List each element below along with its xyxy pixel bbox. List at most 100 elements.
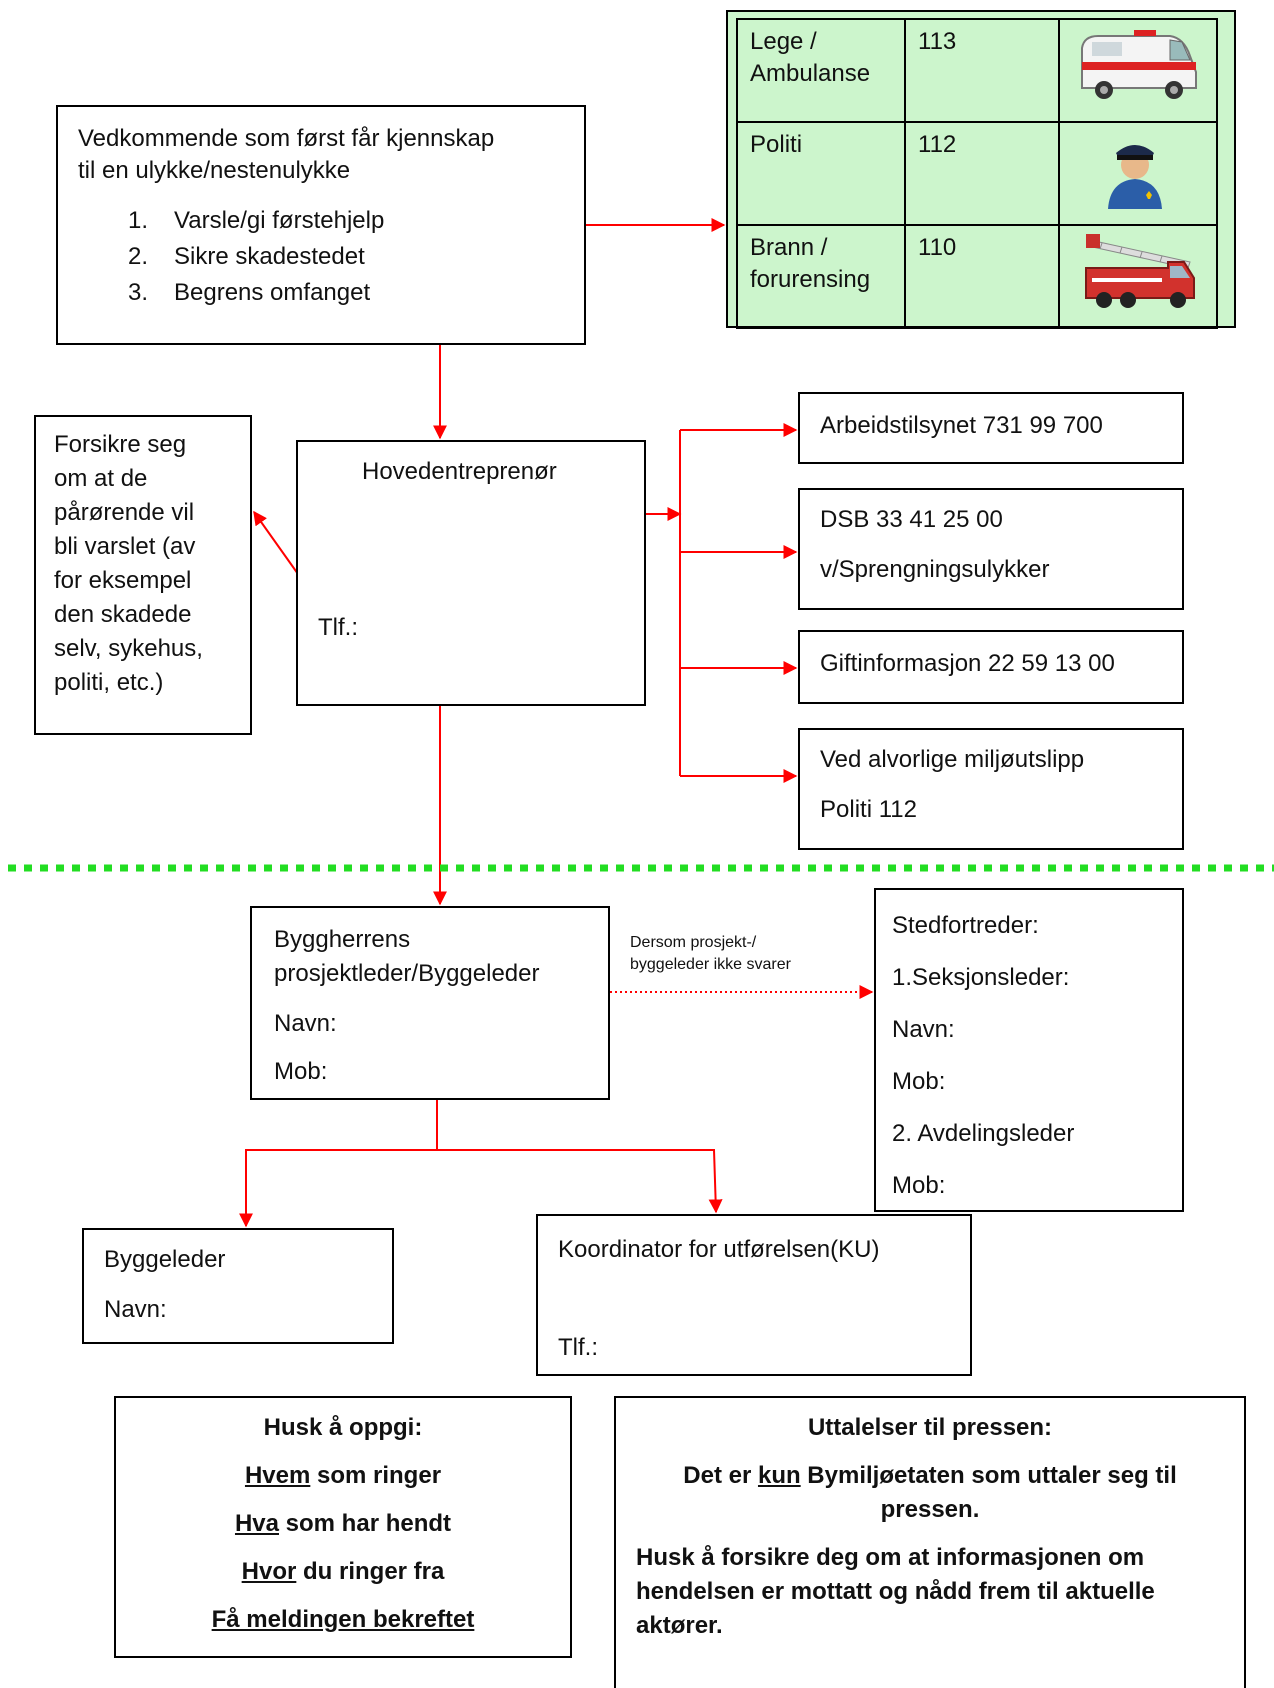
project-leader-line1: Byggherrens	[274, 926, 411, 953]
press-line1: Det er kun Bymiljøetaten som uttaler seg…	[616, 1460, 1244, 1492]
coordinator-title: Koordinator for utførelsen(KU)	[558, 1236, 880, 1263]
relatives-line: Forsikre seg	[54, 431, 187, 458]
emergency-row-ambulance: Lege / Ambulanse 113	[736, 18, 1218, 123]
press-line1-key: kun	[757, 1462, 801, 1489]
press-note-line2: hendelsen er mottatt og nådd frem til ak…	[636, 1578, 1155, 1605]
remember-title: Husk å oppgi:	[263, 1414, 423, 1441]
arrow-to-relatives	[253, 510, 299, 575]
service-cell: Lege / Ambulanse	[736, 18, 906, 123]
emergency-numbers-panel: Lege / Ambulanse 113 Politi 112	[726, 10, 1236, 329]
remember-item-what-key: Hva	[234, 1510, 279, 1537]
relatives-line: den skadede	[54, 601, 192, 628]
remember-item-confirm: Få meldingen bekreftet	[116, 1604, 570, 1636]
press-line2: pressen.	[880, 1496, 980, 1523]
environment-line2: Politi 112	[820, 796, 917, 823]
dsb-line2: v/Sprengningsulykker	[820, 556, 1050, 583]
service-ambulance-line2: Ambulanse	[750, 60, 871, 87]
main-contractor-box: Hovedentreprenør Tlf.:	[296, 440, 646, 706]
service-police-line1: Politi	[750, 131, 803, 158]
ambulance-icon	[1081, 30, 1197, 99]
fallback-note-line2: byggeleder ikke svarer	[630, 956, 791, 973]
ambulance-icon-cell	[1058, 18, 1218, 123]
fallback-note: Dersom prosjekt-/ byggeleder ikke svarer	[630, 932, 791, 976]
remember-item-who-rest: som ringer	[310, 1462, 442, 1489]
emergency-row-fire: Brann / forurensing 110	[736, 224, 1218, 329]
dsb-box: DSB 33 41 25 00 v/Sprengningsulykker	[798, 488, 1184, 610]
coordinator-phone-label: Tlf.:	[558, 1334, 598, 1361]
environment-line1: Ved alvorlige miljøutslipp	[820, 746, 1085, 773]
project-leader-line2: prosjektleder/Byggeleder	[274, 960, 540, 987]
deputy-mobile-label-2: Mob:	[892, 1172, 946, 1199]
relatives-line: for eksempel	[54, 567, 192, 594]
relatives-line: pårørende vil	[54, 499, 195, 526]
remember-item-what-rest: som har hendt	[279, 1510, 452, 1537]
arrow-to-site-manager	[239, 1149, 437, 1228]
remember-box: Husk å oppgi: Hvem som ringer Hva som ha…	[114, 1396, 572, 1658]
main-contractor-phone-label: Tlf.:	[318, 614, 358, 641]
press-note-line3: aktører.	[636, 1612, 723, 1639]
step-1-text: Varsle/gi førstehjelp	[174, 207, 385, 234]
environment-box: Ved alvorlige miljøutslipp Politi 112	[798, 728, 1184, 850]
deputy-section-leader: 1.Seksjonsleder:	[892, 964, 1070, 991]
dsb-line1: DSB 33 41 25 00	[820, 506, 1003, 533]
deputy-box: Stedfortreder: 1.Seksjonsleder: Navn: Mo…	[874, 888, 1184, 1212]
police-officer-icon	[1108, 145, 1162, 209]
relatives-line: om at de	[54, 465, 148, 492]
service-cell: Brann / forurensing	[736, 224, 906, 329]
first-responder-box: Vedkommende som først får kjennskap til …	[56, 105, 586, 345]
press-line1-pre: Det er	[683, 1462, 758, 1489]
fire-truck-icon-cell	[1058, 224, 1218, 329]
arbeidstilsynet-box: Arbeidstilsynet 731 99 700	[798, 392, 1184, 464]
step-3: 3.Begrens omfanget	[128, 277, 370, 309]
first-box-title-line1: Vedkommende som først får kjennskap	[78, 125, 495, 152]
project-leader-box: Byggherrens prosjektleder/Byggeleder Nav…	[250, 906, 610, 1100]
step-2-text: Sikre skadestedet	[174, 243, 365, 270]
service-fire-line1: Brann /	[750, 234, 828, 261]
site-manager-box: Byggeleder Navn:	[82, 1228, 394, 1344]
service-cell: Politi	[736, 121, 906, 226]
fallback-note-line1: Dersom prosjekt-/	[630, 934, 757, 951]
press-title: Uttalelser til pressen:	[807, 1414, 1053, 1441]
press-line1-post: Bymiljøetaten som uttaler seg til	[800, 1462, 1177, 1489]
project-leader-name-label: Navn:	[274, 1010, 337, 1037]
arbeidstilsynet-text: Arbeidstilsynet 731 99 700	[820, 412, 1103, 439]
remember-item-where-rest: du ringer fra	[296, 1558, 445, 1585]
deputy-name-label: Navn:	[892, 1016, 955, 1043]
remember-item-confirm-key: Få meldingen bekreftet	[211, 1606, 475, 1633]
number-ambulance: 113	[904, 18, 1060, 123]
number-fire: 110	[904, 224, 1060, 329]
main-contractor-title: Hovedentreprenør	[362, 458, 557, 485]
step-1: 1. Varsle/gi førstehjelp	[128, 205, 384, 237]
relatives-line: selv, sykehus,	[54, 635, 203, 662]
service-fire-line2: forurensing	[750, 266, 871, 293]
remember-item-what: Hva som har hendt	[116, 1508, 570, 1540]
step-2-number: 2.	[128, 243, 149, 270]
emergency-table: Lege / Ambulanse 113 Politi 112	[736, 18, 1218, 329]
gift-box: Giftinformasjon 22 59 13 00	[798, 630, 1184, 704]
remember-item-who: Hvem som ringer	[116, 1460, 570, 1492]
step-1-number: 1.	[128, 207, 149, 234]
gift-text: Giftinformasjon 22 59 13 00	[820, 650, 1115, 677]
service-ambulance-line1: Lege /	[750, 28, 817, 55]
emergency-row-police: Politi 112	[736, 121, 1218, 226]
deputy-dept-leader: 2. Avdelingsleder	[892, 1120, 1075, 1147]
relatives-line: politi, etc.)	[54, 669, 164, 696]
coordinator-box: Koordinator for utførelsen(KU) Tlf.:	[536, 1214, 972, 1376]
step-2: 2. Sikre skadestedet	[128, 241, 365, 273]
deputy-mobile-label: Mob:	[892, 1068, 946, 1095]
press-box: Uttalelser til pressen: Det er kun Bymil…	[614, 1396, 1246, 1688]
first-box-title-line2: til en ulykke/nestenulykke	[78, 157, 351, 184]
site-manager-title: Byggeleder	[104, 1246, 226, 1273]
number-police: 112	[904, 121, 1060, 226]
police-icon-cell	[1058, 121, 1218, 226]
deputy-title: Stedfortreder:	[892, 912, 1039, 939]
arrow-to-coordinator	[437, 1149, 723, 1214]
press-note-line1: Husk å forsikre deg om at informasjonen …	[636, 1544, 1145, 1571]
site-manager-name-label: Navn:	[104, 1296, 167, 1323]
remember-item-where-key: Hvor	[241, 1558, 297, 1585]
relatives-line: bli varslet (av	[54, 533, 196, 560]
project-leader-mobile-label: Mob:	[274, 1058, 328, 1085]
step-3-number: 3.	[128, 279, 149, 306]
relatives-notification-box: Forsikre seg om at de pårørende vil bli …	[34, 415, 252, 735]
